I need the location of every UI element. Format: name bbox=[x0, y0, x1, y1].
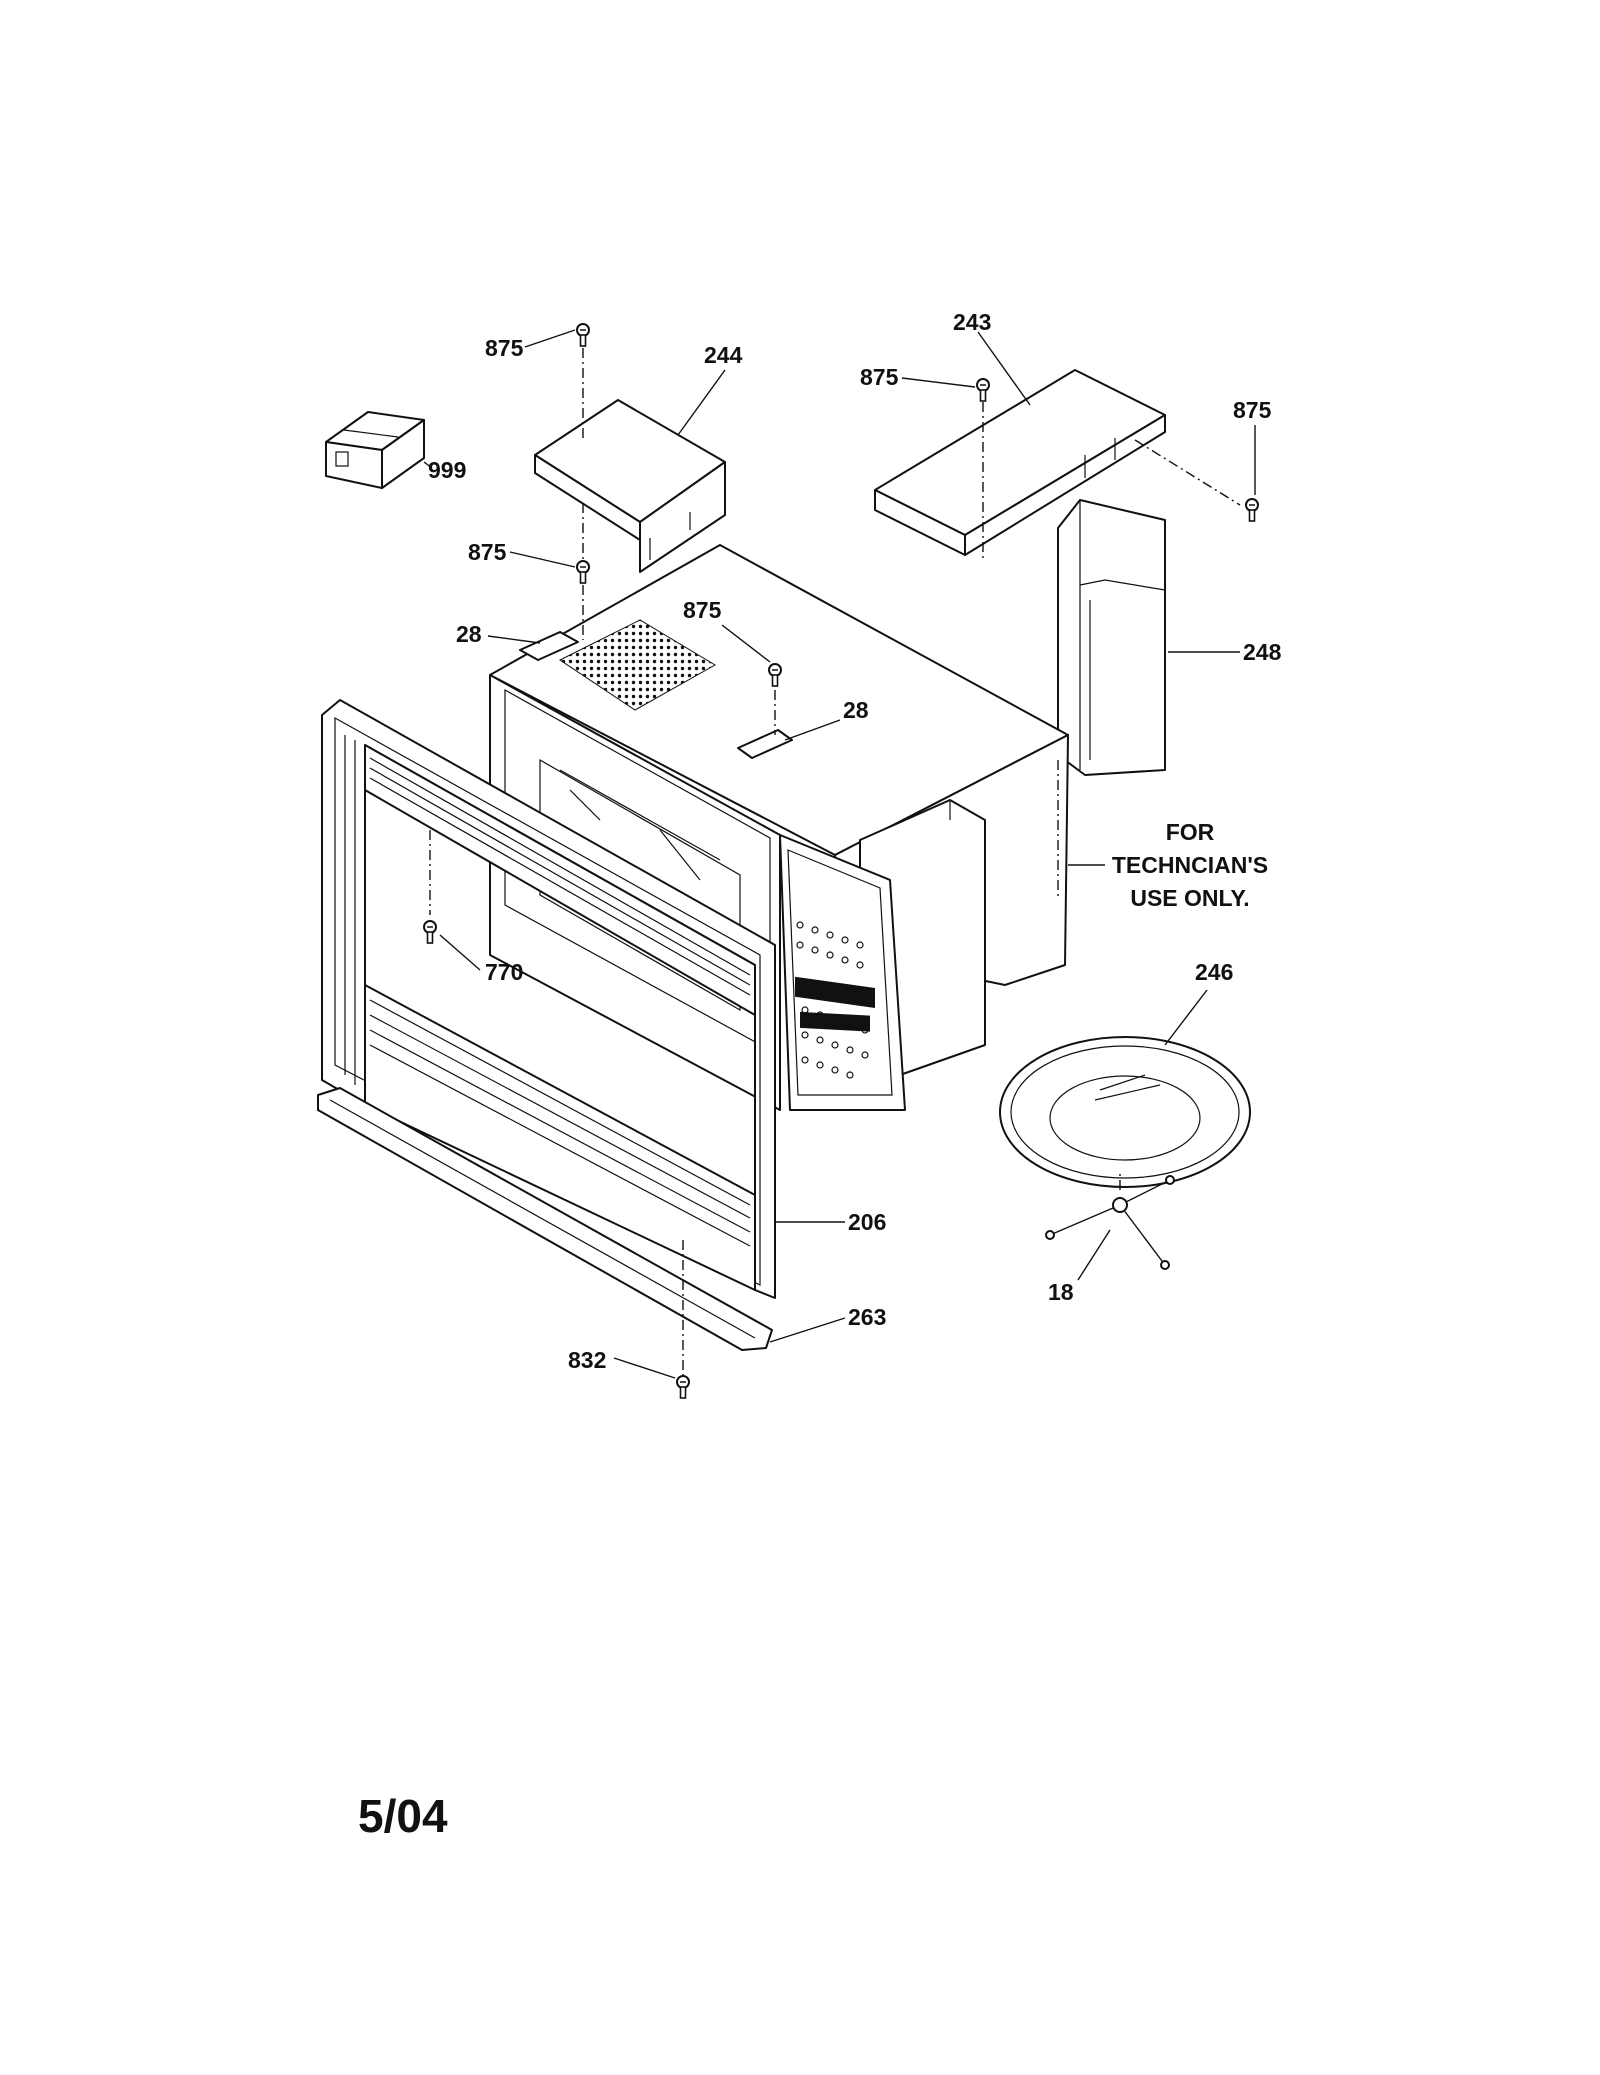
cover-243 bbox=[874, 369, 1166, 556]
keypad-buttons bbox=[796, 921, 869, 1079]
screw-icon bbox=[976, 378, 990, 402]
callout-875: 875 bbox=[485, 335, 524, 361]
side-shield-248 bbox=[1057, 499, 1166, 776]
callout-875: 875 bbox=[860, 364, 899, 390]
cover-244 bbox=[534, 399, 726, 573]
screw-icon bbox=[576, 323, 590, 347]
screw-icon bbox=[423, 920, 437, 944]
leader-lines bbox=[423, 329, 1256, 1379]
bracket-28-left bbox=[519, 631, 579, 661]
roller-support-icon bbox=[1045, 1170, 1175, 1270]
callout-248: 248 bbox=[1243, 639, 1282, 665]
callout-18: 18 bbox=[1048, 1279, 1074, 1305]
microwave-cabinet bbox=[489, 544, 1069, 1111]
revision-date: 5/04 bbox=[358, 1790, 448, 1842]
callout-206: 206 bbox=[848, 1209, 886, 1235]
kit-box-icon bbox=[325, 411, 425, 489]
callout-770: 770 bbox=[485, 959, 523, 985]
callout-999: 999 bbox=[428, 457, 466, 483]
bottom-trim-263 bbox=[317, 1087, 773, 1351]
turntable-icon bbox=[999, 1036, 1251, 1188]
screw-icon bbox=[676, 1375, 690, 1399]
note-line-2: TECHNCIAN'S bbox=[1112, 852, 1268, 878]
callout-244: 244 bbox=[704, 342, 743, 368]
callout-875: 875 bbox=[1233, 397, 1272, 423]
callout-832: 832 bbox=[568, 1347, 606, 1373]
callout-243: 243 bbox=[953, 309, 991, 335]
screw-icon bbox=[576, 560, 590, 584]
callout-263: 263 bbox=[848, 1304, 886, 1330]
callout-28: 28 bbox=[456, 621, 482, 647]
screw-icon bbox=[1245, 498, 1259, 522]
note-line-1: FOR bbox=[1166, 819, 1215, 845]
callout-875: 875 bbox=[468, 539, 507, 565]
callout-28: 28 bbox=[843, 697, 869, 723]
bracket-28-right bbox=[737, 729, 793, 759]
callout-875: 875 bbox=[683, 597, 722, 623]
assembly-lines bbox=[429, 348, 1241, 1380]
note-line-3: USE ONLY. bbox=[1130, 885, 1249, 911]
callout-246: 246 bbox=[1195, 959, 1233, 985]
trim-frame-206 bbox=[321, 699, 776, 1299]
technician-note: FOR TECHNCIAN'S USE ONLY. bbox=[1112, 819, 1268, 911]
